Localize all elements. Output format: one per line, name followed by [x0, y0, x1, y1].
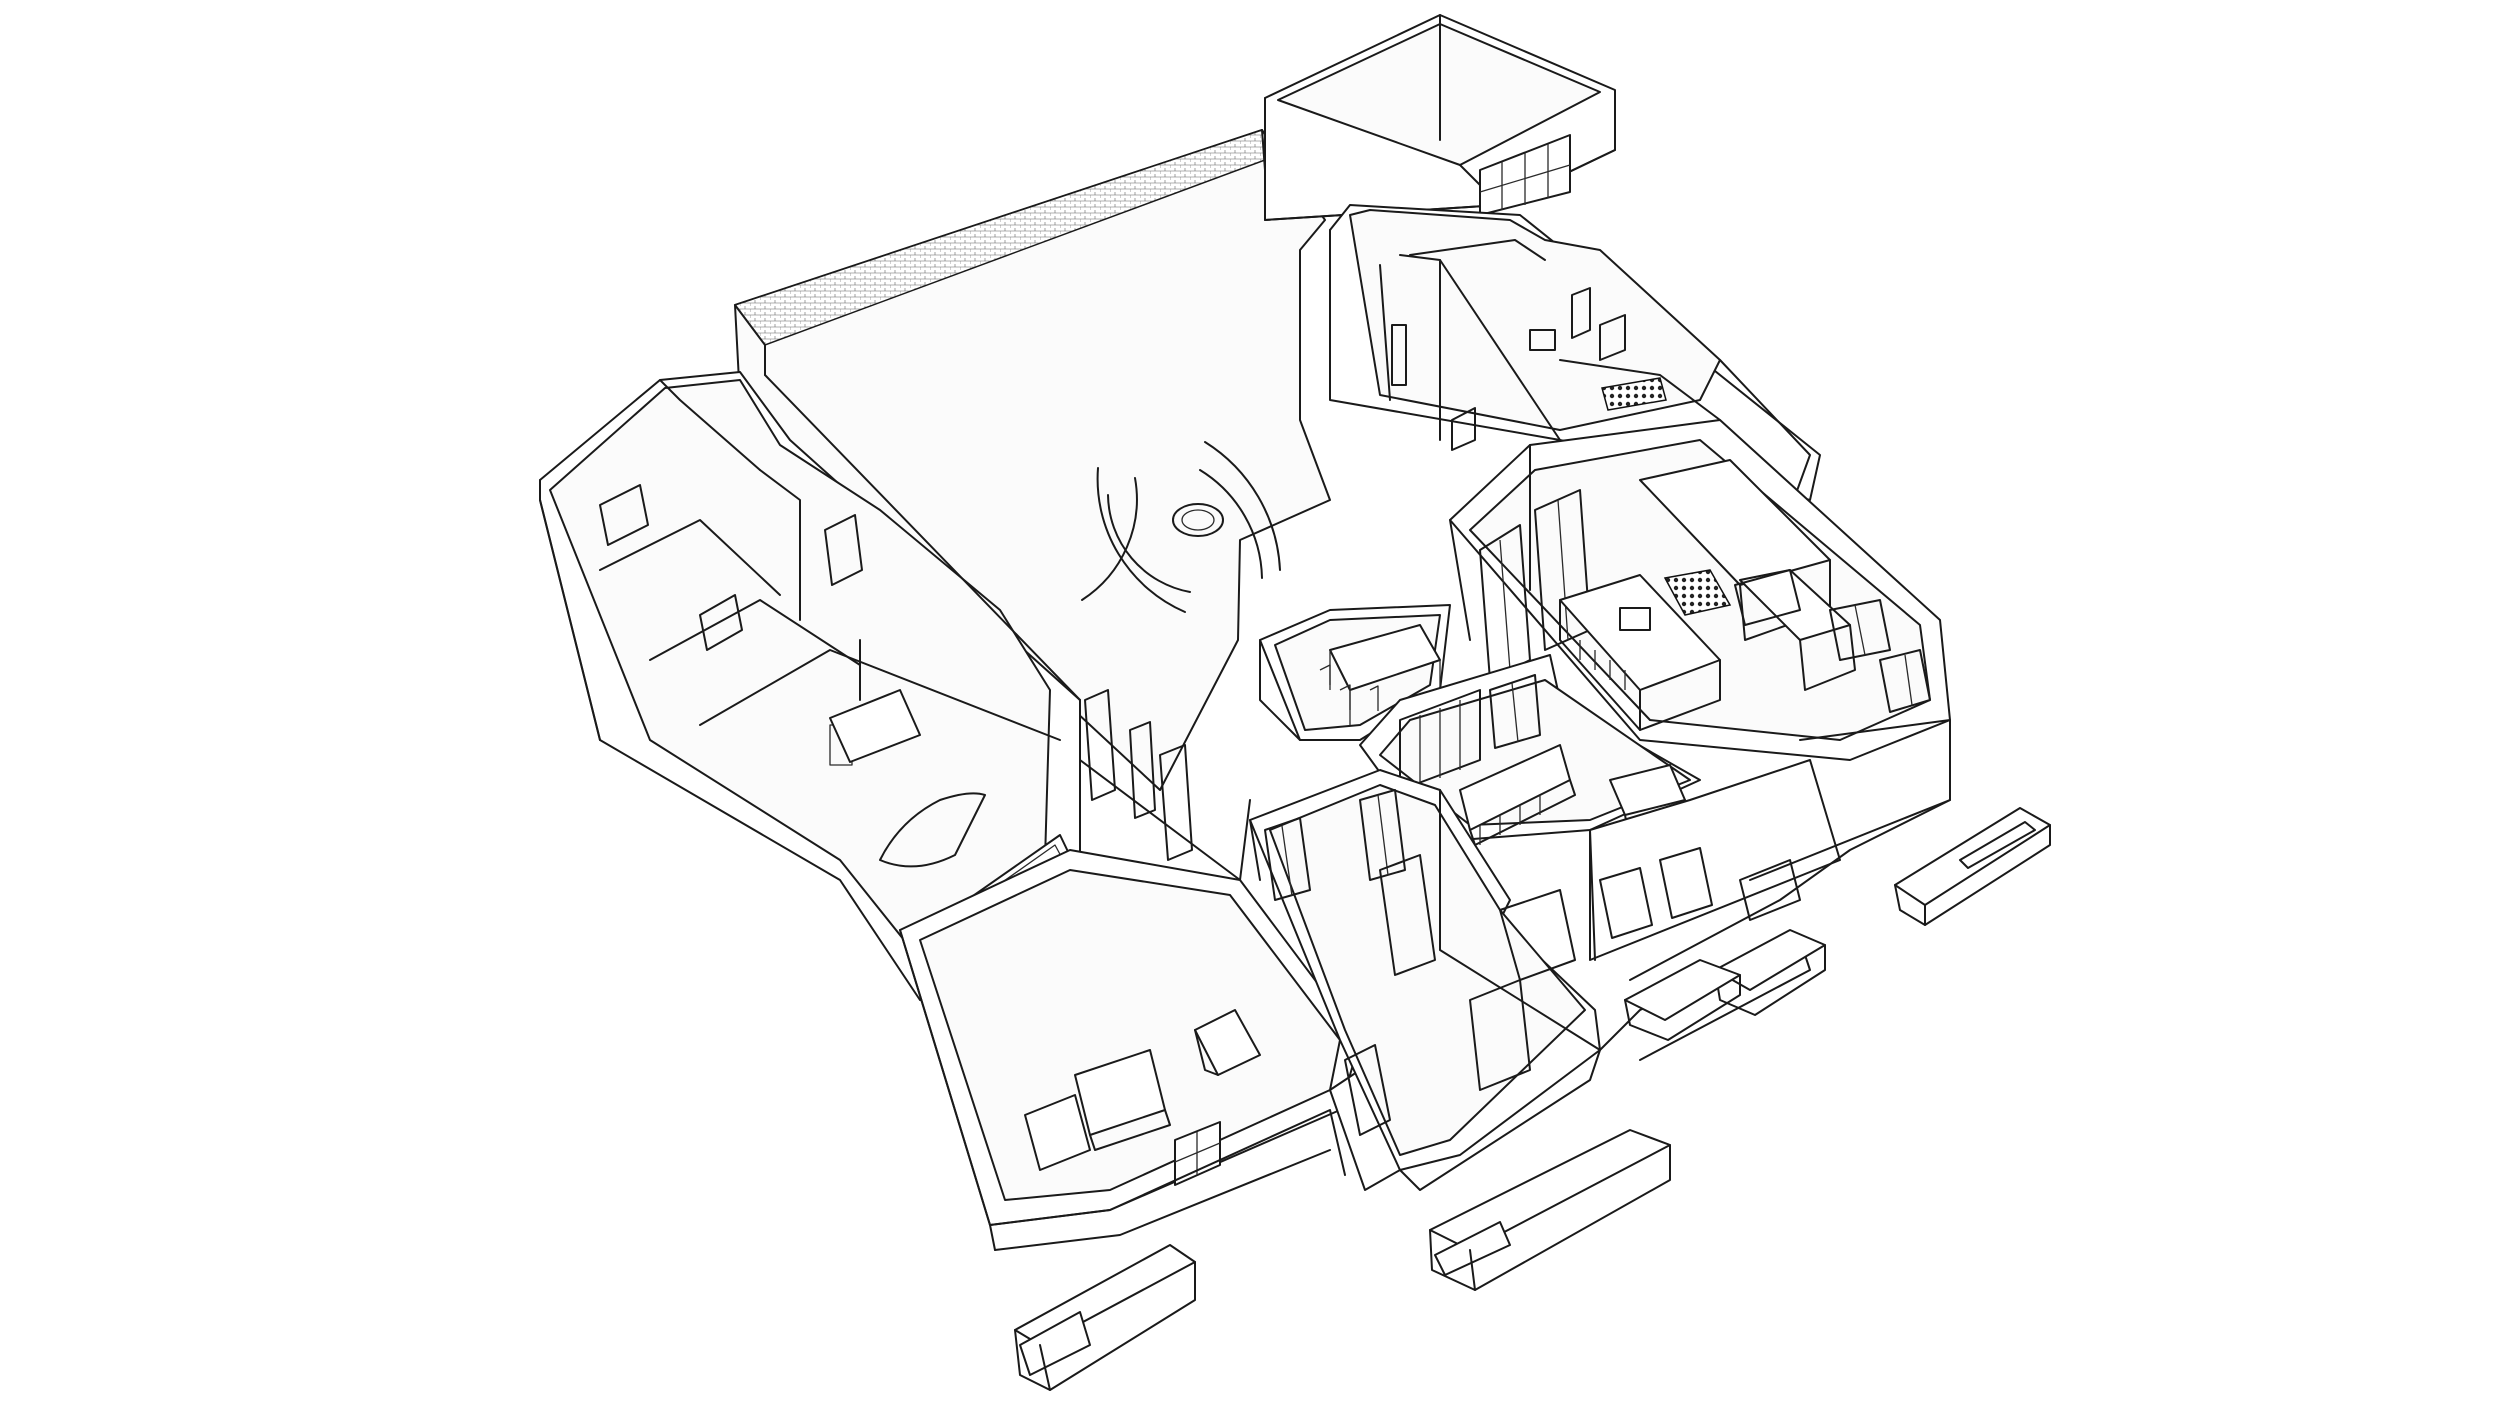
kitchen-island: [1559, 574, 1721, 731]
west-wing: [539, 371, 1251, 1001]
living-window: [1174, 1121, 1221, 1186]
south-living-room: [899, 849, 1401, 1251]
courtyard-floor: [733, 128, 1331, 791]
kitchen-wing: [1449, 419, 1951, 761]
entry-hall: [1359, 654, 1701, 846]
front-corridor: [1249, 769, 1601, 1191]
bed: [829, 689, 921, 763]
garage-window: [1479, 134, 1571, 216]
garage-block: [1264, 14, 1616, 221]
outdoor-steps: [1014, 807, 2051, 1391]
armchair: [1194, 1009, 1261, 1076]
circular-bench: [1081, 441, 1281, 613]
